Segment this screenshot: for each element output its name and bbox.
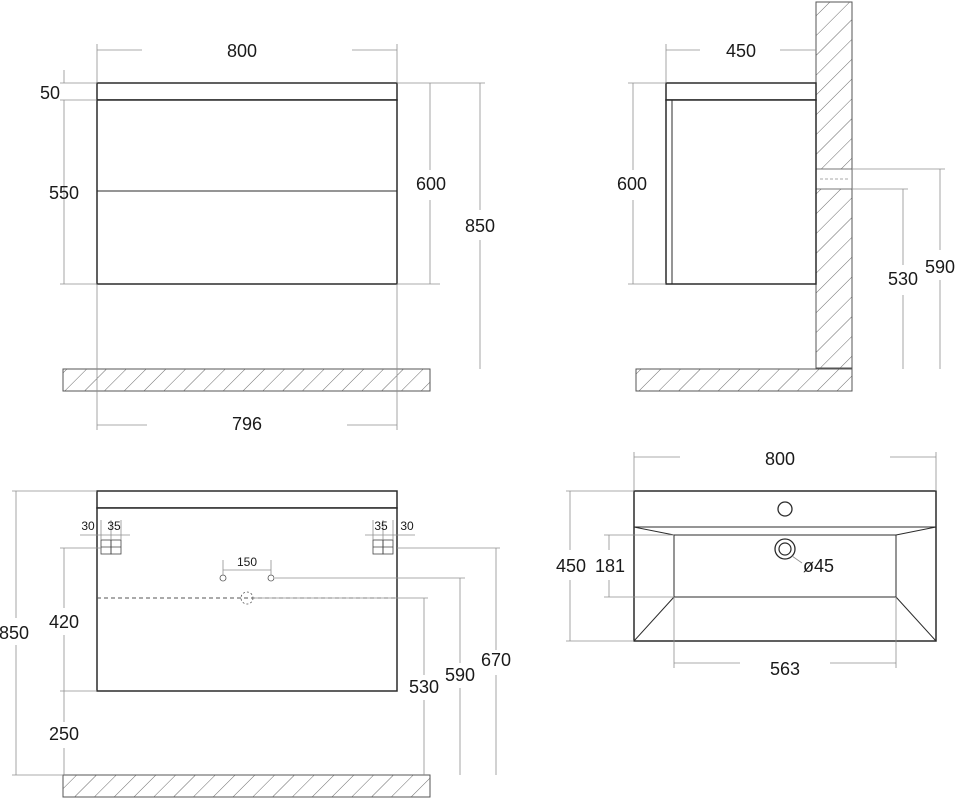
side-view: 450 600 530 590 bbox=[617, 1, 955, 392]
front-cabinet-body bbox=[96, 99, 398, 285]
dim-front-body-height: 550 bbox=[49, 183, 79, 203]
back-bracket-right bbox=[372, 539, 394, 555]
back-view: 30 35 35 30 150 850 420 250 530 590 bbox=[0, 490, 511, 798]
back-countertop bbox=[96, 490, 398, 509]
dim-back-offset-left-a: 30 bbox=[81, 519, 95, 533]
top-view: ø45 800 450 181 563 bbox=[556, 449, 937, 679]
dim-side-pipe-high: 590 bbox=[925, 257, 955, 277]
dim-back-offset-left-b: 35 bbox=[107, 519, 121, 533]
dim-front-width: 800 bbox=[227, 41, 257, 61]
dim-top-width: 800 bbox=[765, 449, 795, 469]
back-bracket-left bbox=[100, 539, 122, 555]
dim-side-depth: 450 bbox=[726, 41, 756, 61]
back-floor bbox=[62, 774, 431, 798]
front-countertop bbox=[96, 82, 398, 101]
dim-front-mount-height: 850 bbox=[465, 216, 495, 236]
dim-front-top-thickness: 50 bbox=[40, 83, 60, 103]
dim-side-cabinet-height: 600 bbox=[617, 174, 647, 194]
dim-back-bracket-top-height: 670 bbox=[481, 650, 511, 670]
dim-back-offset-right-a: 30 bbox=[400, 519, 414, 533]
dim-side-pipe-low: 530 bbox=[888, 269, 918, 289]
back-cabinet-body bbox=[96, 507, 398, 692]
dim-back-bracket-height: 420 bbox=[49, 612, 79, 632]
dim-back-offset-right-b: 35 bbox=[374, 519, 388, 533]
front-floor bbox=[62, 368, 431, 392]
top-drain-inner bbox=[778, 542, 792, 556]
dim-top-drain-diameter: ø45 bbox=[803, 556, 834, 576]
dim-top-bowl-depth: 181 bbox=[595, 556, 625, 576]
dim-back-floor-clearance: 250 bbox=[49, 724, 79, 744]
dim-back-drain-height: 530 bbox=[409, 677, 439, 697]
front-view: 800 50 550 600 850 796 bbox=[40, 41, 495, 434]
side-countertop bbox=[665, 82, 817, 101]
dim-top-depth: 450 bbox=[556, 556, 586, 576]
dim-front-inner-width: 796 bbox=[232, 414, 262, 434]
side-floor bbox=[635, 368, 853, 392]
top-bowl bbox=[673, 534, 897, 598]
side-cabinet-body bbox=[665, 99, 817, 285]
dim-front-cabinet-height: 600 bbox=[416, 174, 446, 194]
dim-back-total-height: 850 bbox=[0, 623, 29, 643]
top-faucet-hole bbox=[777, 501, 793, 517]
dim-top-bowl-width: 563 bbox=[770, 659, 800, 679]
dim-back-pipe-spacing: 150 bbox=[237, 555, 257, 569]
dim-back-pipe-height: 590 bbox=[445, 665, 475, 685]
